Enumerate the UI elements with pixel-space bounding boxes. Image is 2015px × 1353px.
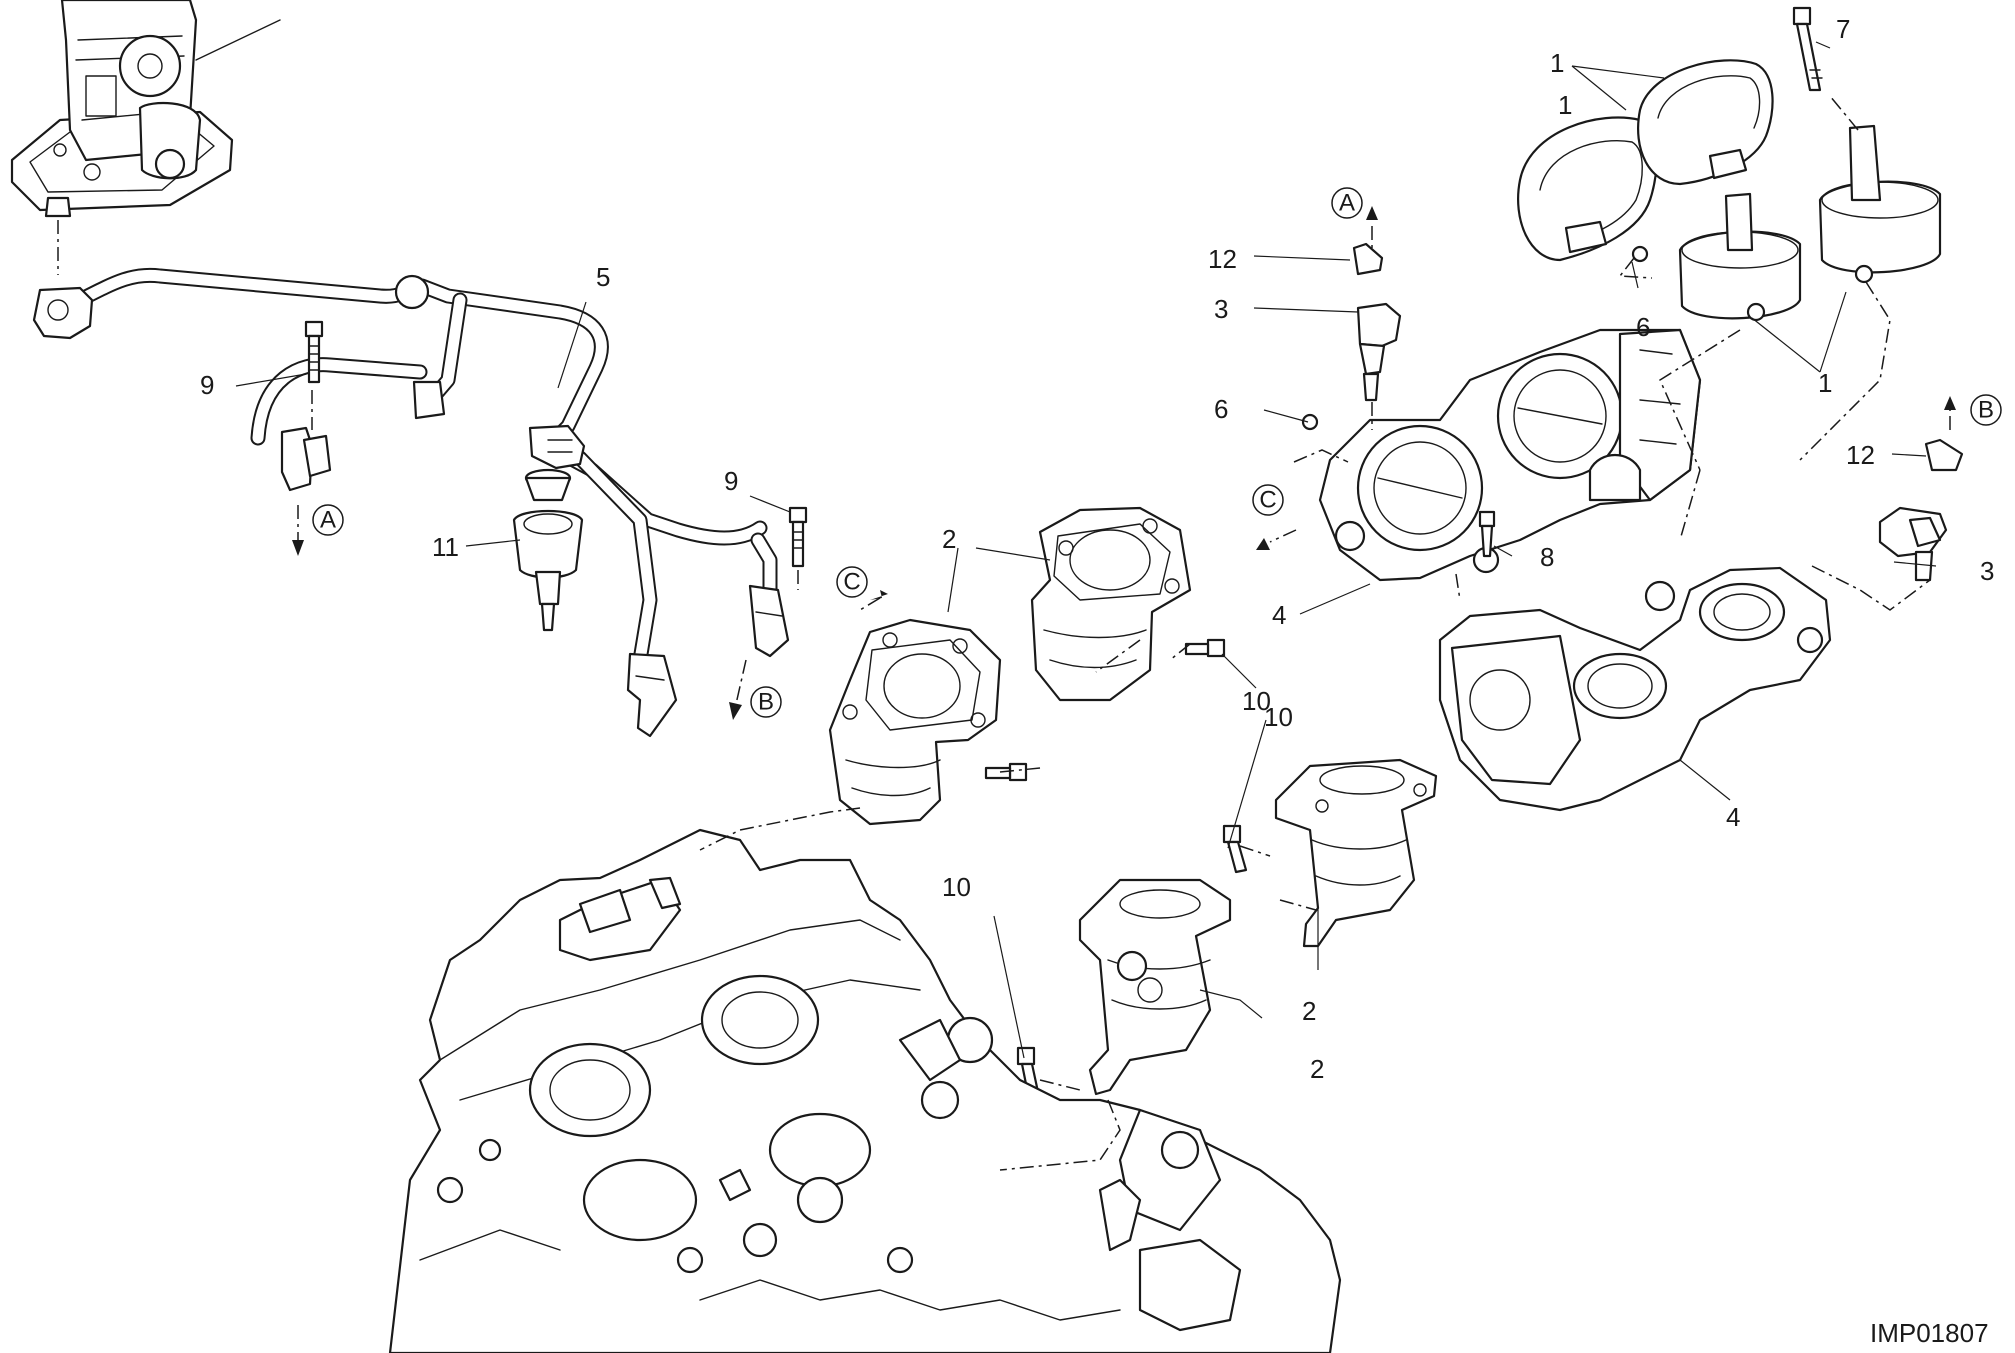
svg-text:C: C [1259,487,1276,514]
callout-12a: 12 [1208,244,1237,274]
injector-lower [1878,506,1948,582]
callout-6a: 6 [1636,312,1650,342]
bolt-7 [1792,6,1823,92]
ref-b-lower: B [750,686,782,718]
throttle-body-lower [1438,566,1832,812]
clip-12-lower [1924,438,1964,472]
bolt-10a [984,762,1028,782]
callout-10b: 10 [942,872,971,902]
intake-duct-funnel-left [1678,192,1802,322]
intake-manifold-front-right [1274,758,1438,948]
svg-text:C: C [843,569,860,596]
callout-3a: 3 [1214,294,1228,324]
intake-duct-clamp-left [1517,116,1658,262]
callout-6b: 6 [1214,394,1228,424]
callout-12b: 12 [1846,440,1875,470]
canister-assembly [10,0,281,218]
hose-assembly [32,267,790,738]
callout-10a: 10 [1264,702,1293,732]
callout-8: 8 [1540,542,1554,572]
callout-4b: 4 [1726,802,1740,832]
injector-upper [1356,302,1402,402]
purge-valve [512,468,584,632]
drawing-code: IMP01807 [1870,1318,1989,1348]
callout-2a: 2 [942,524,956,554]
callout-1b: 1 [1558,90,1572,120]
intake-manifold-rear-right [1030,506,1192,702]
svg-text:B: B [758,689,774,716]
bolt-10c [1222,824,1248,874]
svg-text:A: A [1339,190,1355,217]
ref-c-lower: C [836,566,868,598]
bolt-9b [788,506,808,568]
intake-duct-funnel-right [1818,124,1942,284]
svg-text:A: A [320,507,336,534]
ref-a-lower: A [312,504,344,536]
callout-3b: 3 [1980,556,1994,586]
callout-1c: 1 [1818,368,1832,398]
screw-6-top [1631,245,1649,263]
ref-b-upper: B [1970,394,2002,426]
clip-12-upper [1352,242,1384,276]
leader-lines [235,41,1937,1059]
intake-manifold-front-left [1078,878,1232,1096]
callout-2b: 2 [1302,996,1316,1026]
screw-6-mid [1301,413,1319,431]
intake-manifold-rear-left [828,618,1002,826]
callout-5: 5 [596,262,610,292]
callout-4a: 4 [1272,600,1286,630]
bolt-8 [1478,510,1496,558]
bolt-10b [1184,638,1226,658]
ref-a-upper: A [1331,187,1363,219]
svg-text:B: B [1978,397,1994,424]
engine-block [388,828,1342,1353]
callout-11: 11 [432,532,459,562]
ref-c-upper: C [1252,484,1284,516]
intake-duct-clamp-right [1637,59,1774,186]
callout-7: 7 [1836,14,1850,44]
throttle-body-upper [1318,328,1702,582]
callout-1a: 1 [1550,48,1564,78]
callout-10c: 10 [1242,686,1271,716]
callout-9b: 9 [724,466,738,496]
callout-2c: 2 [1310,1054,1324,1084]
bolt-9a [304,320,324,384]
callout-9a: 9 [200,370,214,400]
